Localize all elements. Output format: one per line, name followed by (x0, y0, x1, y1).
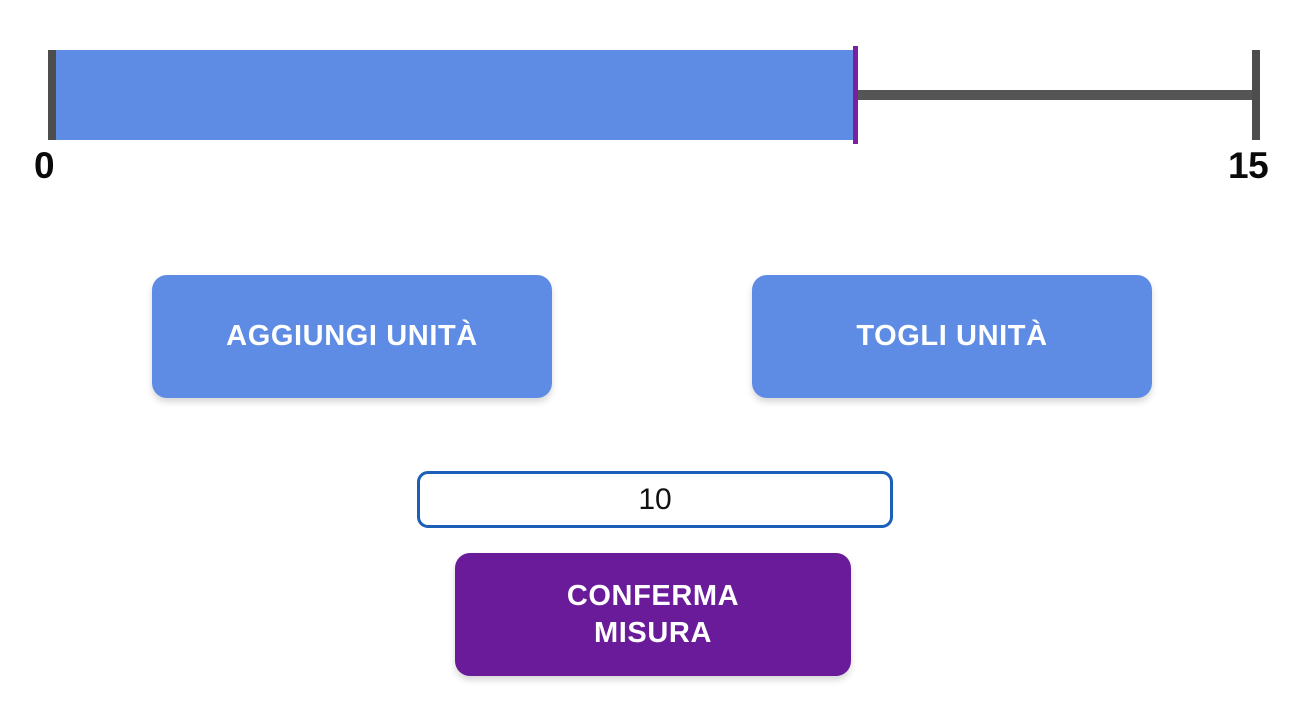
ruler-value-marker[interactable] (853, 46, 858, 144)
ruler-end-tick (1252, 50, 1260, 140)
ruler-min-label: 0 (34, 145, 55, 186)
confirm-label-line2: MISURA (594, 616, 712, 649)
confirm-measure-button[interactable]: CONFERMA MISURA (455, 553, 851, 676)
remove-unit-button[interactable]: TOGLI UNITÀ (752, 275, 1152, 398)
measurement-bar-widget: 0 15 (0, 0, 1298, 200)
ruler-start-tick (48, 50, 56, 140)
ruler-max-label: 15 (1228, 145, 1269, 186)
confirm-label-line1: CONFERMA (566, 580, 740, 613)
add-unit-button[interactable]: AGGIUNGI UNITÀ (152, 275, 552, 398)
ruler-filled-amount (52, 50, 855, 140)
measure-value-input[interactable] (417, 471, 893, 528)
